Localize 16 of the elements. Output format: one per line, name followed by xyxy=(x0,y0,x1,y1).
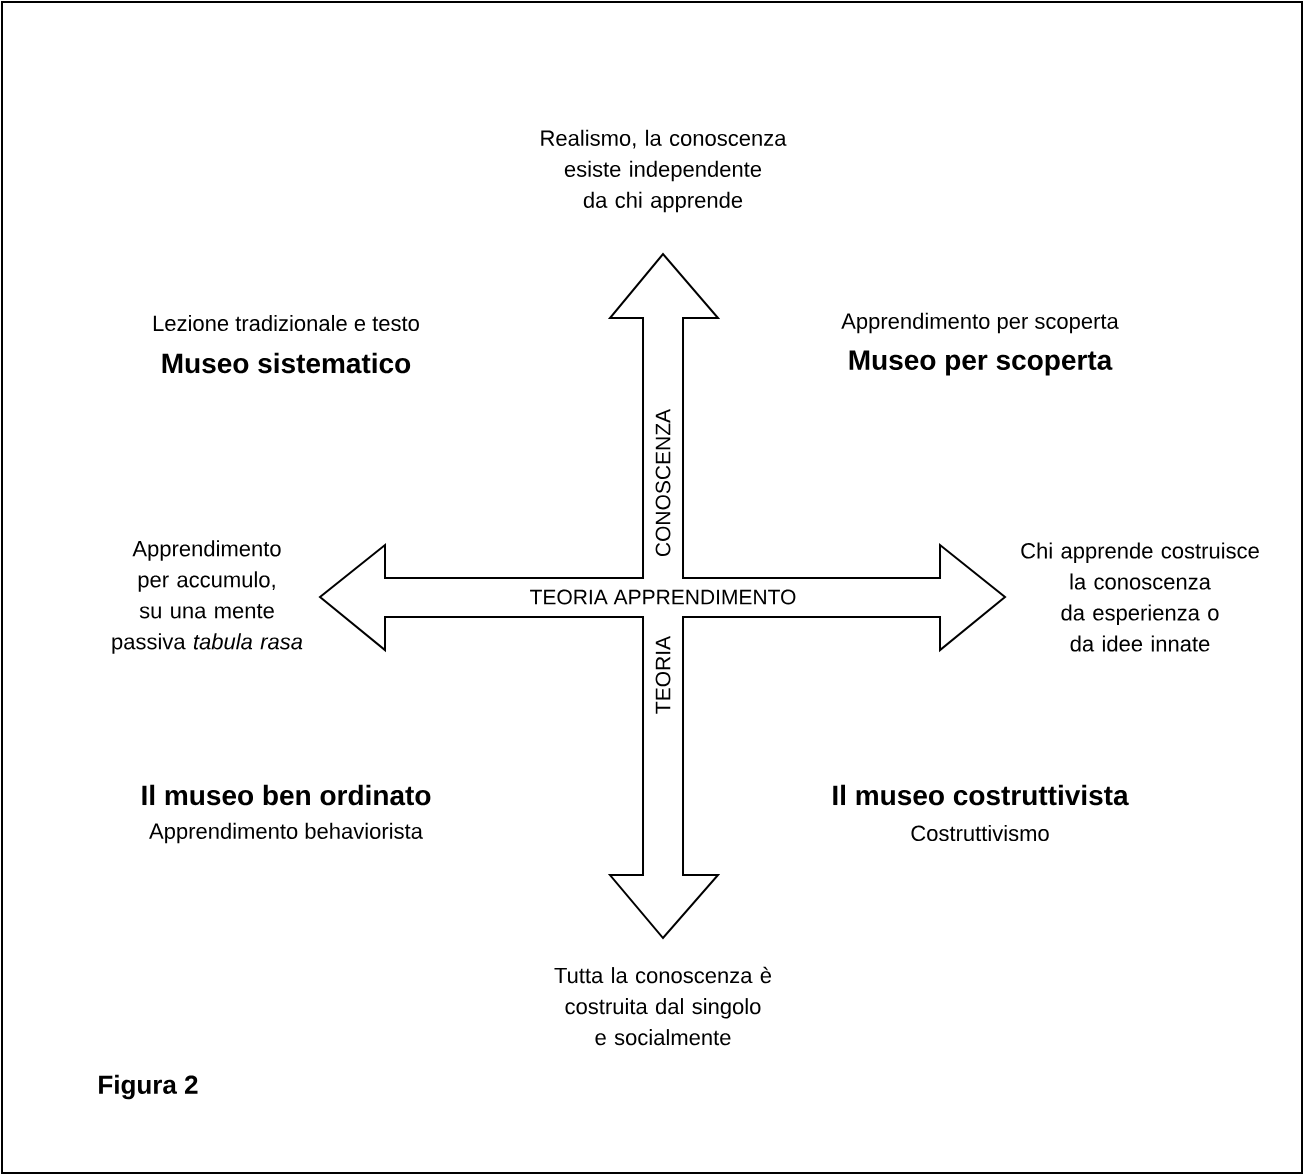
pole-text: Realismo, la conoscenza esiste independente da chi apprende xyxy=(541,129,787,213)
quadrant-title: Il museo costruttivista xyxy=(833,784,1129,806)
quadrant-title: Museo per scoperta xyxy=(849,350,1113,376)
quadrant-title: Il museo ben ordinato xyxy=(142,784,431,806)
pole-text: Chi apprende costruisce la conoscenza da esperienza o da idee innate xyxy=(1021,542,1259,652)
pole-text: Tutta la conoscenza è costruita dal singolo e socialmente xyxy=(554,966,772,1046)
quadrant-title: Museo sistematico xyxy=(162,352,411,374)
quadrant-subtitle: Lezione tradizionale e testo xyxy=(153,314,419,332)
axis-label: TEORIA xyxy=(655,636,671,714)
figure-caption: Figura 2 xyxy=(99,1074,198,1100)
quadrant-subtitle: Apprendimento behaviorista xyxy=(149,822,423,844)
pole-text: Apprendimento per accumulo, su una mente passiva tabula rasa xyxy=(112,540,303,654)
quadrant-subtitle: Costruttivismo xyxy=(911,824,1049,842)
axis-label: TEORIA APPRENDIMENTO xyxy=(530,589,796,605)
quadrant-subtitle: Apprendimento per scoperta xyxy=(841,312,1119,334)
axis-label: CONOSCENZA xyxy=(655,409,671,557)
